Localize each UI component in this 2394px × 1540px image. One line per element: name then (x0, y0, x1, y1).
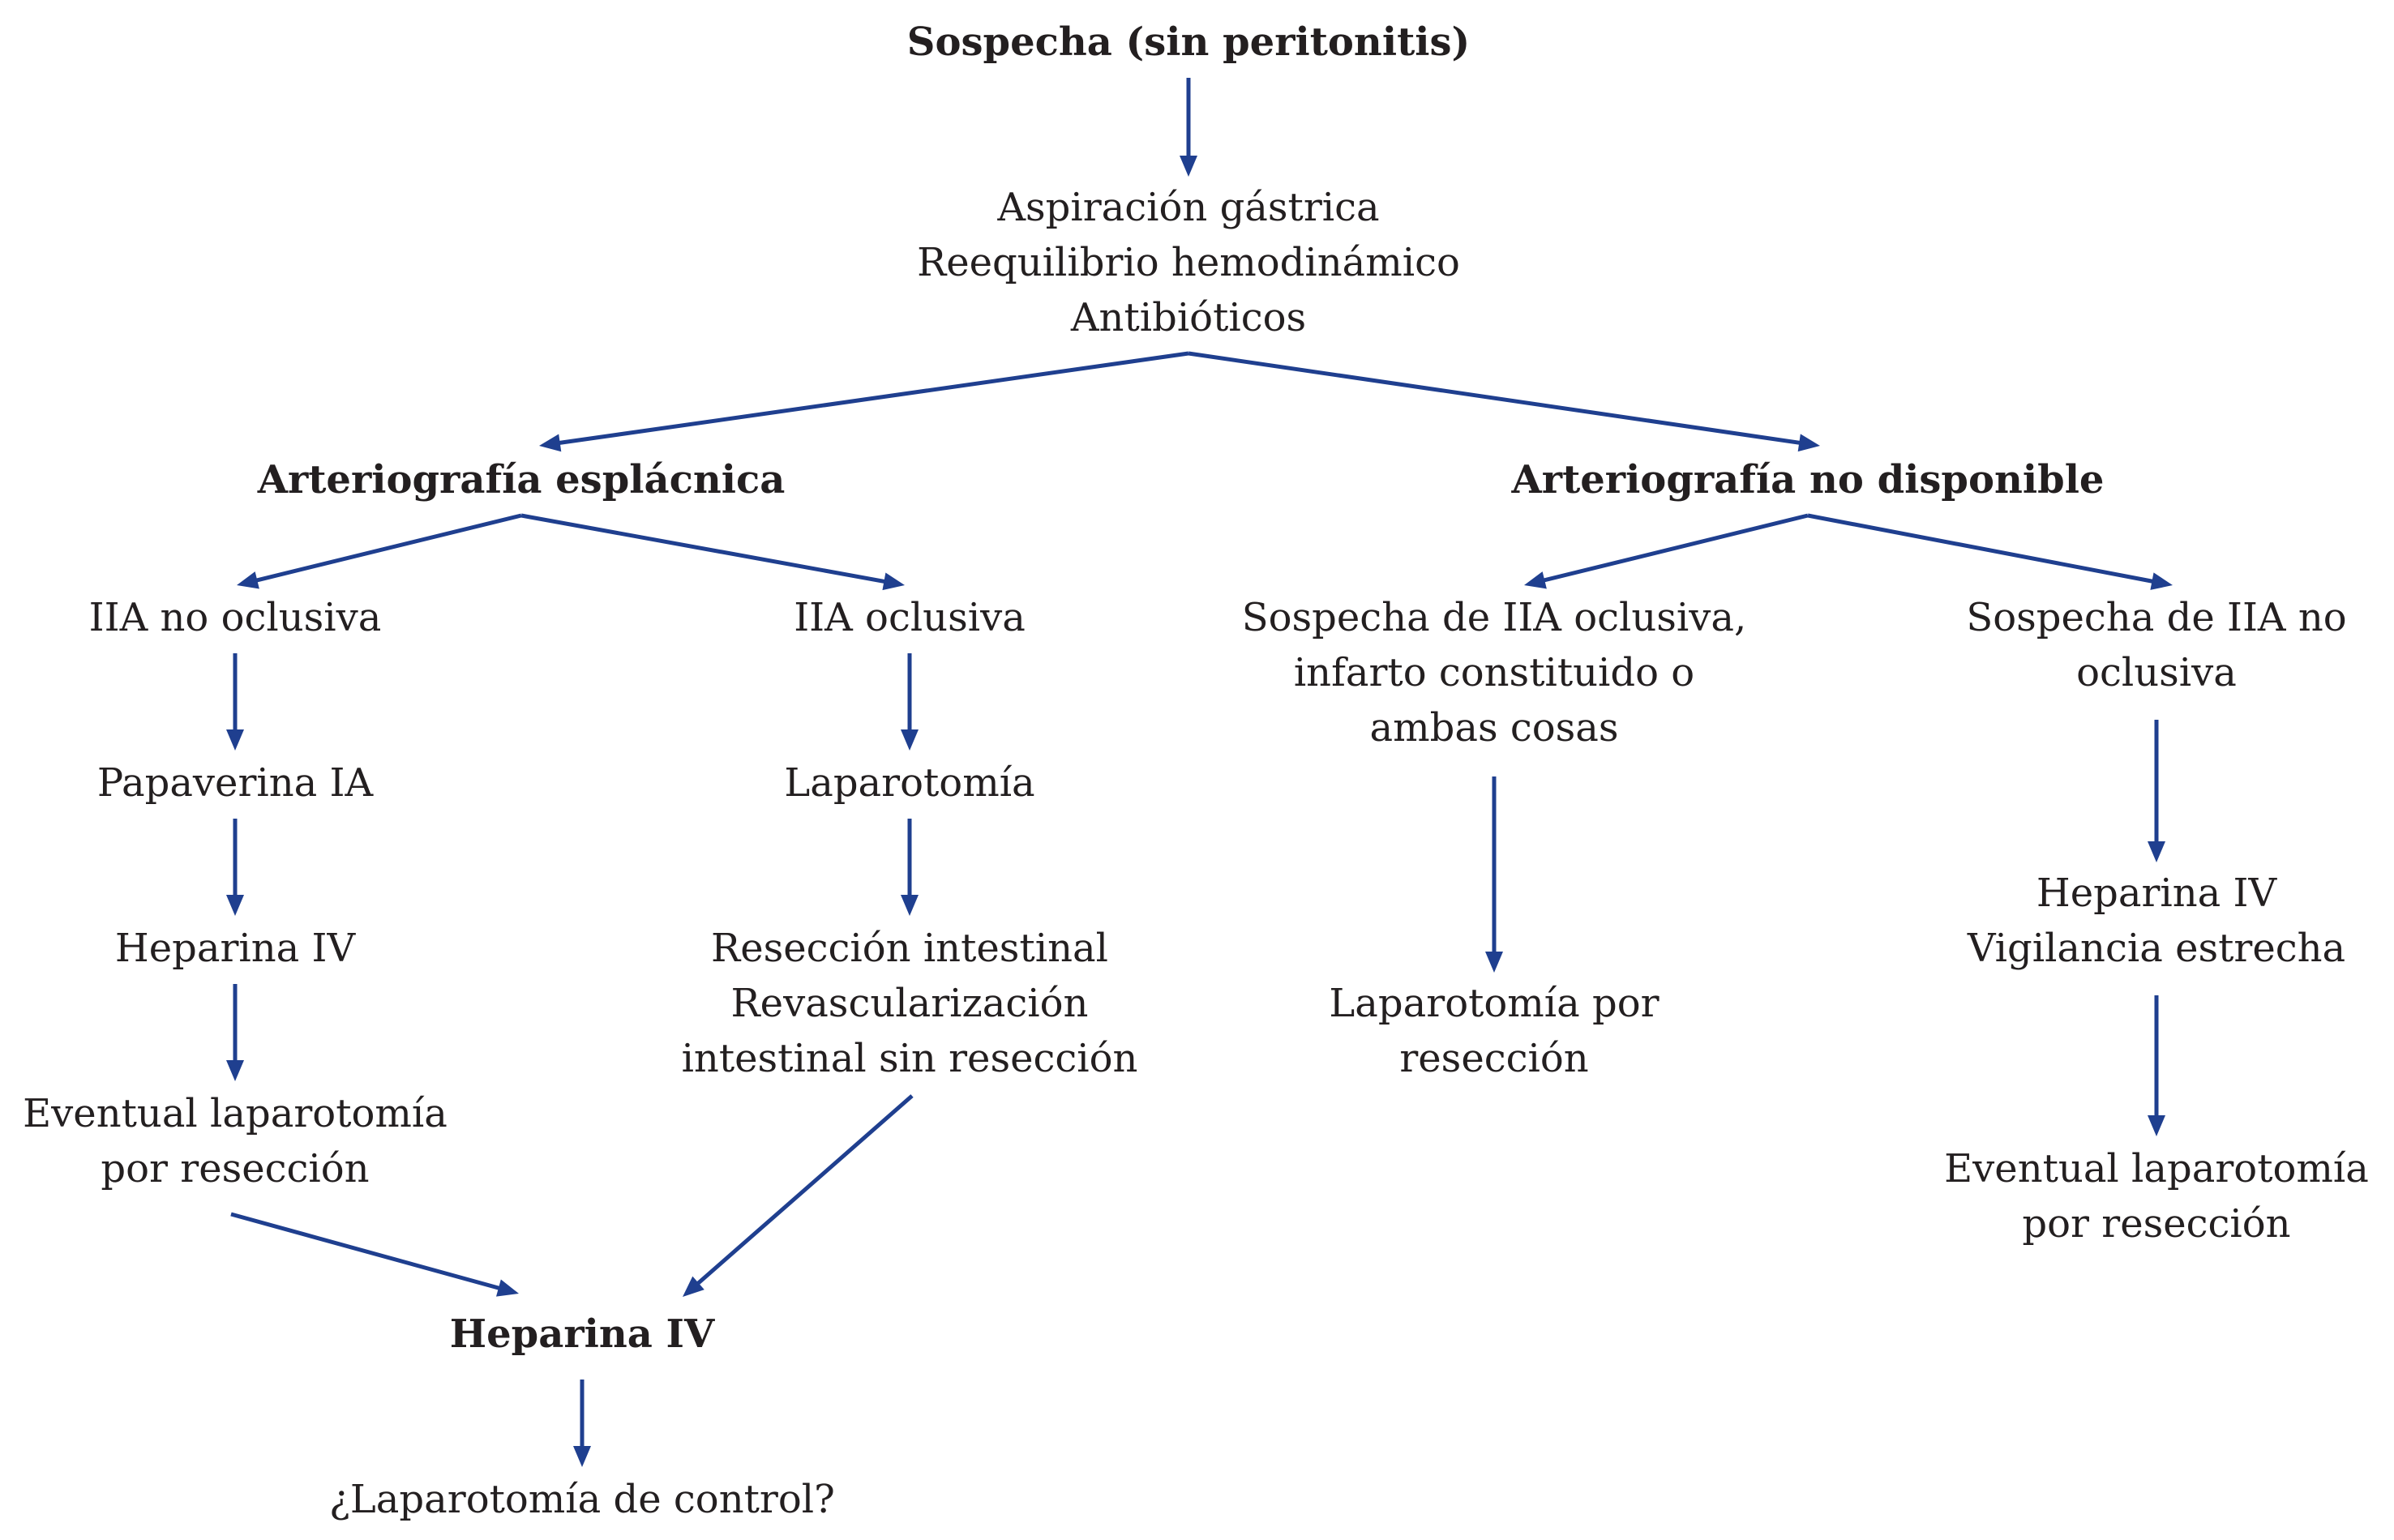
arrow-head (1524, 571, 1547, 589)
node-iia-oclusiva: IIA oclusiva (794, 590, 1026, 645)
node-text: Papaverina IA (96, 760, 374, 806)
arrow-shaft (1807, 513, 2156, 584)
node-heparina-vigilancia: Heparina IV Vigilancia estrecha (1968, 866, 2345, 976)
arrow-head (2148, 841, 2165, 862)
arrow-head (882, 572, 905, 591)
arrow-head (237, 571, 259, 589)
node-text: Heparina IV (114, 926, 356, 971)
arrow-laparotomia-to-reseccion (901, 819, 919, 916)
node-text: Laparotomía por (1329, 981, 1660, 1026)
arrow-head (226, 895, 244, 916)
node-text: resección (1399, 1036, 1589, 1081)
arrow-sospecha_no_oclusiva-to-heparina_vigilancia (2148, 720, 2165, 862)
arrow-arterio_no_disponible-to-sospecha_oclusiva (1524, 513, 1809, 589)
node-arteriografia-no-disponible: Arteriografía no disponible (1512, 452, 2105, 507)
arrow-heparina_left-to-eventual_left (226, 984, 244, 1081)
node-text: por resección (2022, 1201, 2291, 1247)
arrow-head (901, 895, 919, 916)
node-text: por resección (101, 1146, 370, 1191)
arrow-head (2148, 1115, 2165, 1136)
arrow-reseccion-to-heparina_final (683, 1094, 914, 1297)
node-medidas-iniciales: Aspiración gástrica Reequilibrio hemodin… (917, 180, 1460, 345)
arrow-head (2150, 572, 2173, 590)
node-papaverina-ia: Papaverina IA (97, 755, 373, 811)
arrow-head (573, 1446, 591, 1467)
arrow-arterio_esplacnica-to-iia_oclusiva (520, 513, 905, 591)
node-sospecha-iia-no-oclusiva: Sospecha de IIA no oclusiva (1966, 590, 2346, 700)
node-text: Antibióticos (1070, 295, 1307, 340)
arrow-iia_no_oclusiva-to-papaverina (226, 653, 244, 751)
node-text: Sospecha de IIA oclusiva, (1241, 595, 1747, 640)
arrow-shaft (1188, 351, 1803, 446)
node-laparotomia-de-control: ¿Laparotomía de control? (329, 1472, 835, 1527)
arrow-shaft (694, 1094, 914, 1287)
arrow-arterio_esplacnica-to-iia_no_oclusiva (237, 513, 522, 589)
arrow-head (539, 434, 562, 452)
arrow-shaft (1540, 513, 1809, 584)
node-text: Eventual laparotomía (1944, 1146, 2369, 1191)
node-arteriografia-esplacnica: Arteriografía esplácnica (258, 452, 786, 507)
node-text: Heparina IV (449, 1311, 715, 1357)
arrow-shaft (253, 513, 522, 584)
node-text: Vigilancia estrecha (1967, 926, 2346, 971)
node-text: Revascularización (730, 981, 1089, 1026)
arrow-initial-to-arterio_no_disponible (1188, 351, 1820, 452)
node-text: Heparina IV (2036, 871, 2277, 916)
arrow-head (1485, 952, 1503, 973)
node-text: Arteriografía esplácnica (257, 457, 786, 503)
arrow-sospecha_oclusiva-to-laparotomia_por_reseccion (1485, 776, 1503, 973)
arrow-head (1180, 156, 1197, 177)
arrow-shaft (556, 351, 1189, 446)
arrow-head (683, 1276, 704, 1297)
node-text: IIA no oclusiva (88, 595, 382, 640)
node-sospecha-iia-oclusiva: Sospecha de IIA oclusiva, infarto consti… (1242, 590, 1746, 755)
arrow-arterio_no_disponible-to-sospecha_no_oclusiva (1807, 513, 2173, 590)
node-text: Aspiración gástrica (997, 185, 1380, 230)
arrow-head (226, 1060, 244, 1081)
node-text: Arteriografía no disponible (1511, 457, 2105, 503)
arrow-iia_oclusiva-to-laparotomia (901, 653, 919, 751)
arrow-shaft (230, 1212, 503, 1291)
node-text: Sospecha (sin peritonitis) (906, 19, 1471, 65)
node-sospecha-sin-peritonitis: Sospecha (sin peritonitis) (907, 15, 1470, 70)
node-text: Laparotomía (784, 760, 1035, 806)
node-heparina-iv-final: Heparina IV (450, 1307, 714, 1362)
node-text: Sospecha de IIA no (1966, 595, 2347, 640)
node-text: Eventual laparotomía (23, 1091, 448, 1136)
arrow-root-to-initial (1180, 78, 1197, 177)
arrow-heparina_vigilancia-to-eventual_right (2148, 995, 2165, 1136)
arrow-shaft (520, 513, 888, 584)
node-text: infarto constituido o (1293, 650, 1695, 695)
node-text: Reequilibrio hemodinámico (917, 240, 1460, 285)
node-heparina-iv-left: Heparina IV (115, 921, 355, 976)
node-laparotomia-por-reseccion: Laparotomía por resección (1329, 976, 1659, 1086)
node-eventual-laparotomia-left: Eventual laparotomía por resección (23, 1086, 448, 1196)
node-laparotomia: Laparotomía (784, 755, 1034, 811)
node-text: oclusiva (2076, 650, 2237, 695)
arrow-papaverina-to-heparina_left (226, 819, 244, 916)
arrow-head (496, 1279, 519, 1297)
node-iia-no-oclusiva: IIA no oclusiva (89, 590, 382, 645)
arrow-head (1797, 434, 1820, 452)
arrow-heparina_final-to-control (573, 1380, 591, 1467)
node-text: ambas cosas (1369, 705, 1619, 751)
node-text: IIA oclusiva (794, 595, 1026, 640)
node-text: Resección intestinal (711, 926, 1108, 971)
node-text: intestinal sin resección (681, 1036, 1138, 1081)
node-reseccion-intestinal: Resección intestinal Revascularización i… (682, 921, 1138, 1086)
node-eventual-laparotomia-right: Eventual laparotomía por resección (1944, 1141, 2369, 1251)
node-text: ¿Laparotomía de control? (329, 1477, 835, 1522)
arrow-eventual_left-to-heparina_final (230, 1212, 519, 1297)
arrow-head (901, 729, 919, 751)
arrow-initial-to-arterio_esplacnica (539, 351, 1189, 452)
arrow-head (226, 729, 244, 751)
